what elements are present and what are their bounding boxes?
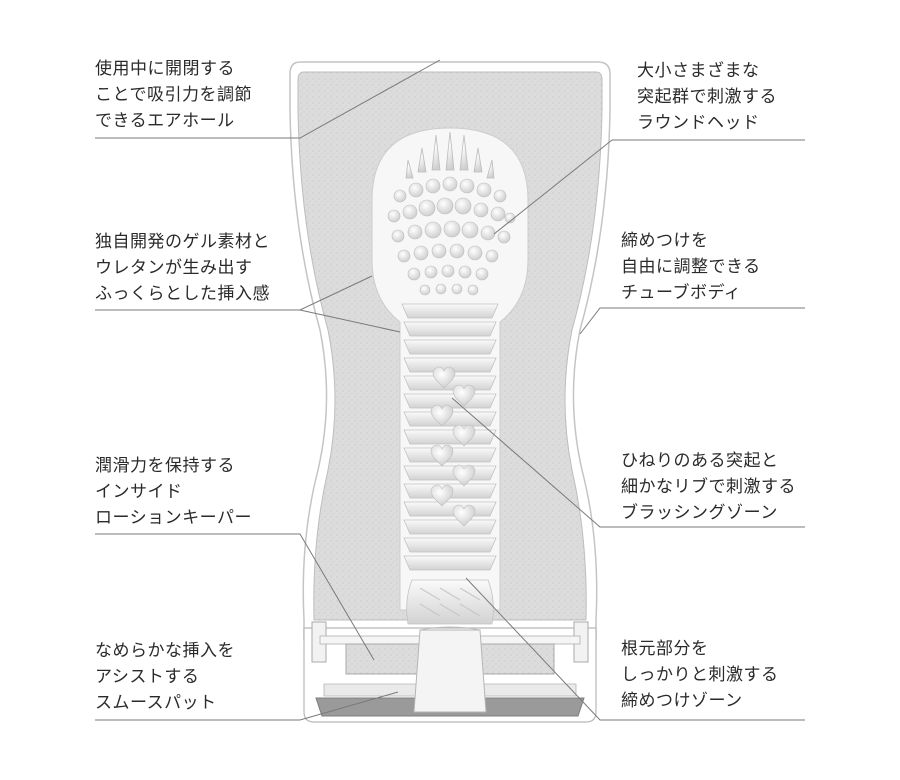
leader-lotion-keeper [95,533,375,661]
leader-round-head [493,139,805,235]
leader-assist-pad [95,691,399,721]
callout-line: ひねりのある突起と [621,451,779,471]
callout-line: ブラッシングゾーン [621,503,778,523]
callout-line: しっかりと刺激する [621,665,779,685]
callout-line: チューブボディ [621,283,742,303]
round-head-nubs [387,176,516,296]
callout-line: なめらかな挿入を [95,641,235,661]
callout-round-head: 大小さまざまな 突起群で刺激する ラウンドヘッド [637,58,777,136]
leader-air-hole [95,59,441,139]
callout-line: スムースパット [95,693,217,713]
callout-line: ふっくらとした挿入感 [95,284,270,304]
leader-tube-body [579,307,805,335]
ribs [401,303,499,571]
base-cap [303,621,597,723]
callout-lotion-keeper: 潤滑力を保持する インサイド ローションキーパー [95,453,252,531]
callout-root-zone: 根元部分を しっかりと刺激する 締めつけゾーン [621,636,779,714]
callout-line: 根元部分を [621,639,709,659]
leader-gel-urethane-2 [299,309,401,333]
callout-line: 独自開発のゲル素材と [95,232,270,252]
callout-line: インサイド [95,482,183,502]
callout-line: 自由に調整できる [621,257,761,277]
callout-line: ことで吸引力を調節 [95,85,252,105]
leader-root-zone [465,577,805,721]
callout-tube-body: 締めつけを 自由に調整できる チューブボディ [621,228,761,306]
callout-brushing-zone: ひねりのある突起と 細かなリブで刺激する ブラッシングゾーン [621,448,796,526]
callout-line: できるエアホール [95,111,235,131]
callout-gel-urethane: 独自開発のゲル素材と ウレタンが生み出す ふっくらとした挿入感 [95,229,270,307]
callout-line: 大小さまざまな [637,61,760,81]
callout-line: 締めつけを [621,231,709,251]
leader-lines [95,59,805,721]
leader-brushing-zone [451,397,805,528]
callout-line: ローションキーパー [95,508,252,528]
callout-line: アシストする [95,667,200,687]
callout-line: ウレタンが生み出す [95,258,253,278]
callout-line: 細かなリブで刺激する [621,477,796,497]
callout-line: 突起群で刺激する [637,87,777,107]
brushing-zone-nubs [430,366,476,527]
callout-air-hole: 使用中に開閉する ことで吸引力を調節 できるエアホール [95,56,252,134]
callout-assist-pad: なめらかな挿入を アシストする スムースパット [95,638,235,716]
root-tightening-zone [406,579,494,625]
callout-line: ラウンドヘッド [637,113,760,133]
callout-line: 潤滑力を保持する [95,456,235,476]
round-head-spikes [405,131,495,179]
callout-line: 使用中に開閉する [95,59,235,79]
callout-line: 締めつけゾーン [621,691,743,711]
